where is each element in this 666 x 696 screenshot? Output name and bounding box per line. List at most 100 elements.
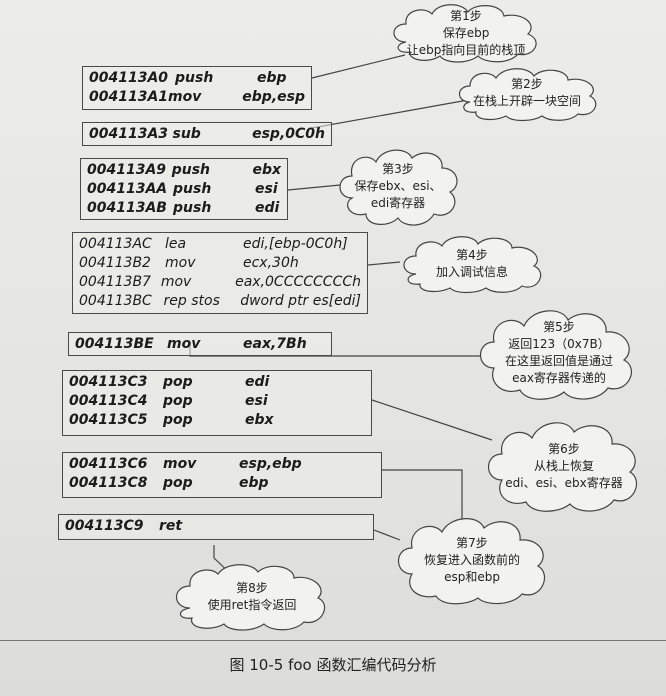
instruction-opcode: push	[175, 70, 214, 86]
code-line: 004113A3 sub esp,0C0h	[89, 125, 325, 144]
cloud-icon	[403, 236, 542, 294]
figure-caption: 图 10-5 foo 函数汇编代码分析	[229, 656, 437, 674]
instruction-opcode: rep stos	[163, 293, 220, 309]
instruction-address: 004113AA	[87, 181, 168, 197]
step-7-cloud: 第7步 恢复进入函数前的 esp和ebp	[394, 514, 550, 606]
step-5-cloud: 第5步 返回123（0x7B） 在这里返回值是通过 eax寄存器传递的	[476, 304, 642, 402]
step-text: 让ebp指向目前的栈顶	[406, 42, 526, 57]
step-text: 使用ret指令返回	[207, 598, 297, 612]
instruction-opcode: pop	[163, 374, 193, 390]
code-line: 004113B2 mov ecx,30h	[79, 254, 361, 273]
instruction-address: 004113C6	[69, 456, 148, 472]
step-title: 第7步	[456, 535, 488, 550]
instruction-operand: dword ptr es[edi]	[240, 293, 361, 309]
instruction-address: 004113BC	[79, 293, 152, 309]
instruction-address: 004113A1	[89, 89, 169, 105]
instruction-address: 004113AB	[87, 200, 167, 216]
step-title: 第8步	[236, 581, 268, 595]
step-8-cloud: 第8步 使用ret指令返回	[172, 562, 332, 632]
cloud-icon	[393, 4, 537, 63]
instruction-opcode: pop	[163, 393, 193, 409]
instruction-address: 004113C3	[69, 374, 148, 390]
code-block-6: 004113C3 pop edi 004113C4 pop esi 004113…	[62, 370, 372, 436]
step-title: 第1步	[450, 8, 482, 23]
step-text: 在这里返回值是通过	[504, 354, 613, 368]
step-text: 加入调试信息	[435, 265, 508, 279]
instruction-address: 004113A0	[89, 70, 169, 86]
code-block-7: 004113C6 mov esp,ebp 004113C8 pop ebp	[62, 452, 382, 498]
instruction-address: 004113C5	[69, 412, 148, 428]
instruction-address: 004113A3	[89, 126, 169, 142]
instruction-operand: ebp	[239, 475, 269, 491]
instruction-opcode: mov	[163, 456, 197, 472]
step-title: 第2步	[511, 77, 543, 91]
code-block-5: 004113BE mov eax,7Bh	[68, 332, 332, 356]
cloud-icon	[458, 68, 597, 122]
code-block-8: 004113C9 ret	[58, 514, 374, 540]
code-line: 004113B7 mov eax,0CCCCCCCCh	[79, 273, 361, 292]
code-line: 004113BC rep stos dword ptr es[edi]	[79, 292, 361, 311]
code-block-1: 004113A0 push ebp 004113A1 mov ebp,esp	[82, 66, 312, 110]
code-line: 004113A1 mov ebp,esp	[89, 88, 305, 107]
instruction-operand: eax,0CCCCCCCCh	[235, 274, 361, 290]
step-text: 返回123（0x7B）	[508, 337, 610, 351]
step-3-cloud: 第3步 保存ebx、esi、 edi寄存器	[336, 144, 460, 228]
instruction-opcode: push	[173, 200, 212, 216]
step-1-cloud: 第1步 保存ebp 让ebp指向目前的栈顶	[386, 2, 546, 64]
cloud-icon	[479, 310, 633, 400]
step-text: 在栈上开辟一块空间	[472, 94, 581, 108]
cloud-icon	[397, 518, 546, 605]
instruction-address: 004113B7	[79, 274, 151, 290]
step-title: 第6步	[548, 441, 580, 456]
step-text: esp和ebp	[444, 569, 500, 584]
instruction-opcode: pop	[163, 412, 193, 428]
instruction-operand: edi	[255, 200, 280, 216]
code-line: 004113AB push edi	[87, 199, 281, 218]
instruction-address: 004113C4	[69, 393, 148, 409]
step-text: 恢复进入函数前的	[423, 552, 520, 567]
instruction-operand: edi,[ebp-0C0h]	[243, 236, 348, 252]
code-line: 004113A0 push ebp	[89, 69, 305, 88]
code-line: 004113A9 push ebx	[87, 161, 281, 180]
instruction-operand: edi	[245, 374, 270, 390]
step-text: 保存ebp	[442, 25, 490, 40]
step-title: 第4步	[456, 248, 488, 262]
instruction-opcode: pop	[163, 475, 193, 491]
code-block-4: 004113AC lea edi,[ebp-0C0h] 004113B2 mov…	[72, 232, 368, 314]
instruction-operand: esp,ebp	[239, 456, 302, 472]
instruction-opcode: sub	[172, 126, 201, 142]
step-4-cloud: 第4步 加入调试信息	[398, 234, 546, 294]
code-block-2: 004113A3 sub esp,0C0h	[82, 122, 332, 146]
instruction-address: 004113BE	[75, 336, 154, 352]
instruction-operand: ebx	[245, 412, 274, 428]
instruction-address: 004113A9	[87, 162, 167, 178]
step-text: edi寄存器	[370, 195, 426, 210]
code-line: 004113AC lea edi,[ebp-0C0h]	[79, 235, 361, 254]
instruction-operand: ebp	[257, 70, 287, 86]
instruction-address: 004113C8	[69, 475, 148, 491]
step-text: 从栈上恢复	[533, 458, 594, 473]
code-line: 004113C9 ret	[65, 517, 367, 536]
instruction-operand: ebx	[252, 162, 281, 178]
code-line: 004113AA push esi	[87, 180, 281, 199]
step-text: eax寄存器传递的	[512, 371, 606, 385]
instruction-address: 004113B2	[79, 255, 151, 271]
instruction-operand: ecx,30h	[243, 255, 299, 271]
instruction-opcode: mov	[168, 89, 202, 105]
step-text: edi、esi、ebx寄存器	[505, 475, 623, 490]
instruction-operand: esi	[245, 393, 268, 409]
step-6-cloud: 第6步 从栈上恢复 edi、esi、ebx寄存器	[484, 418, 644, 514]
cloud-icon	[339, 149, 458, 226]
instruction-opcode: lea	[165, 236, 187, 252]
instruction-opcode: ret	[159, 518, 183, 534]
code-line: 004113C5 pop ebx	[69, 411, 365, 430]
instruction-opcode: push	[173, 181, 212, 197]
step-text: 保存ebx、esi、	[354, 178, 442, 193]
step-2-cloud: 第2步 在栈上开辟一块空间	[452, 66, 602, 122]
instruction-operand: eax,7Bh	[243, 336, 307, 352]
code-line: 004113C6 mov esp,ebp	[69, 455, 375, 474]
code-line: 004113C4 pop esi	[69, 392, 365, 411]
code-line: 004113C3 pop edi	[69, 373, 365, 392]
cloud-icon	[487, 422, 638, 512]
